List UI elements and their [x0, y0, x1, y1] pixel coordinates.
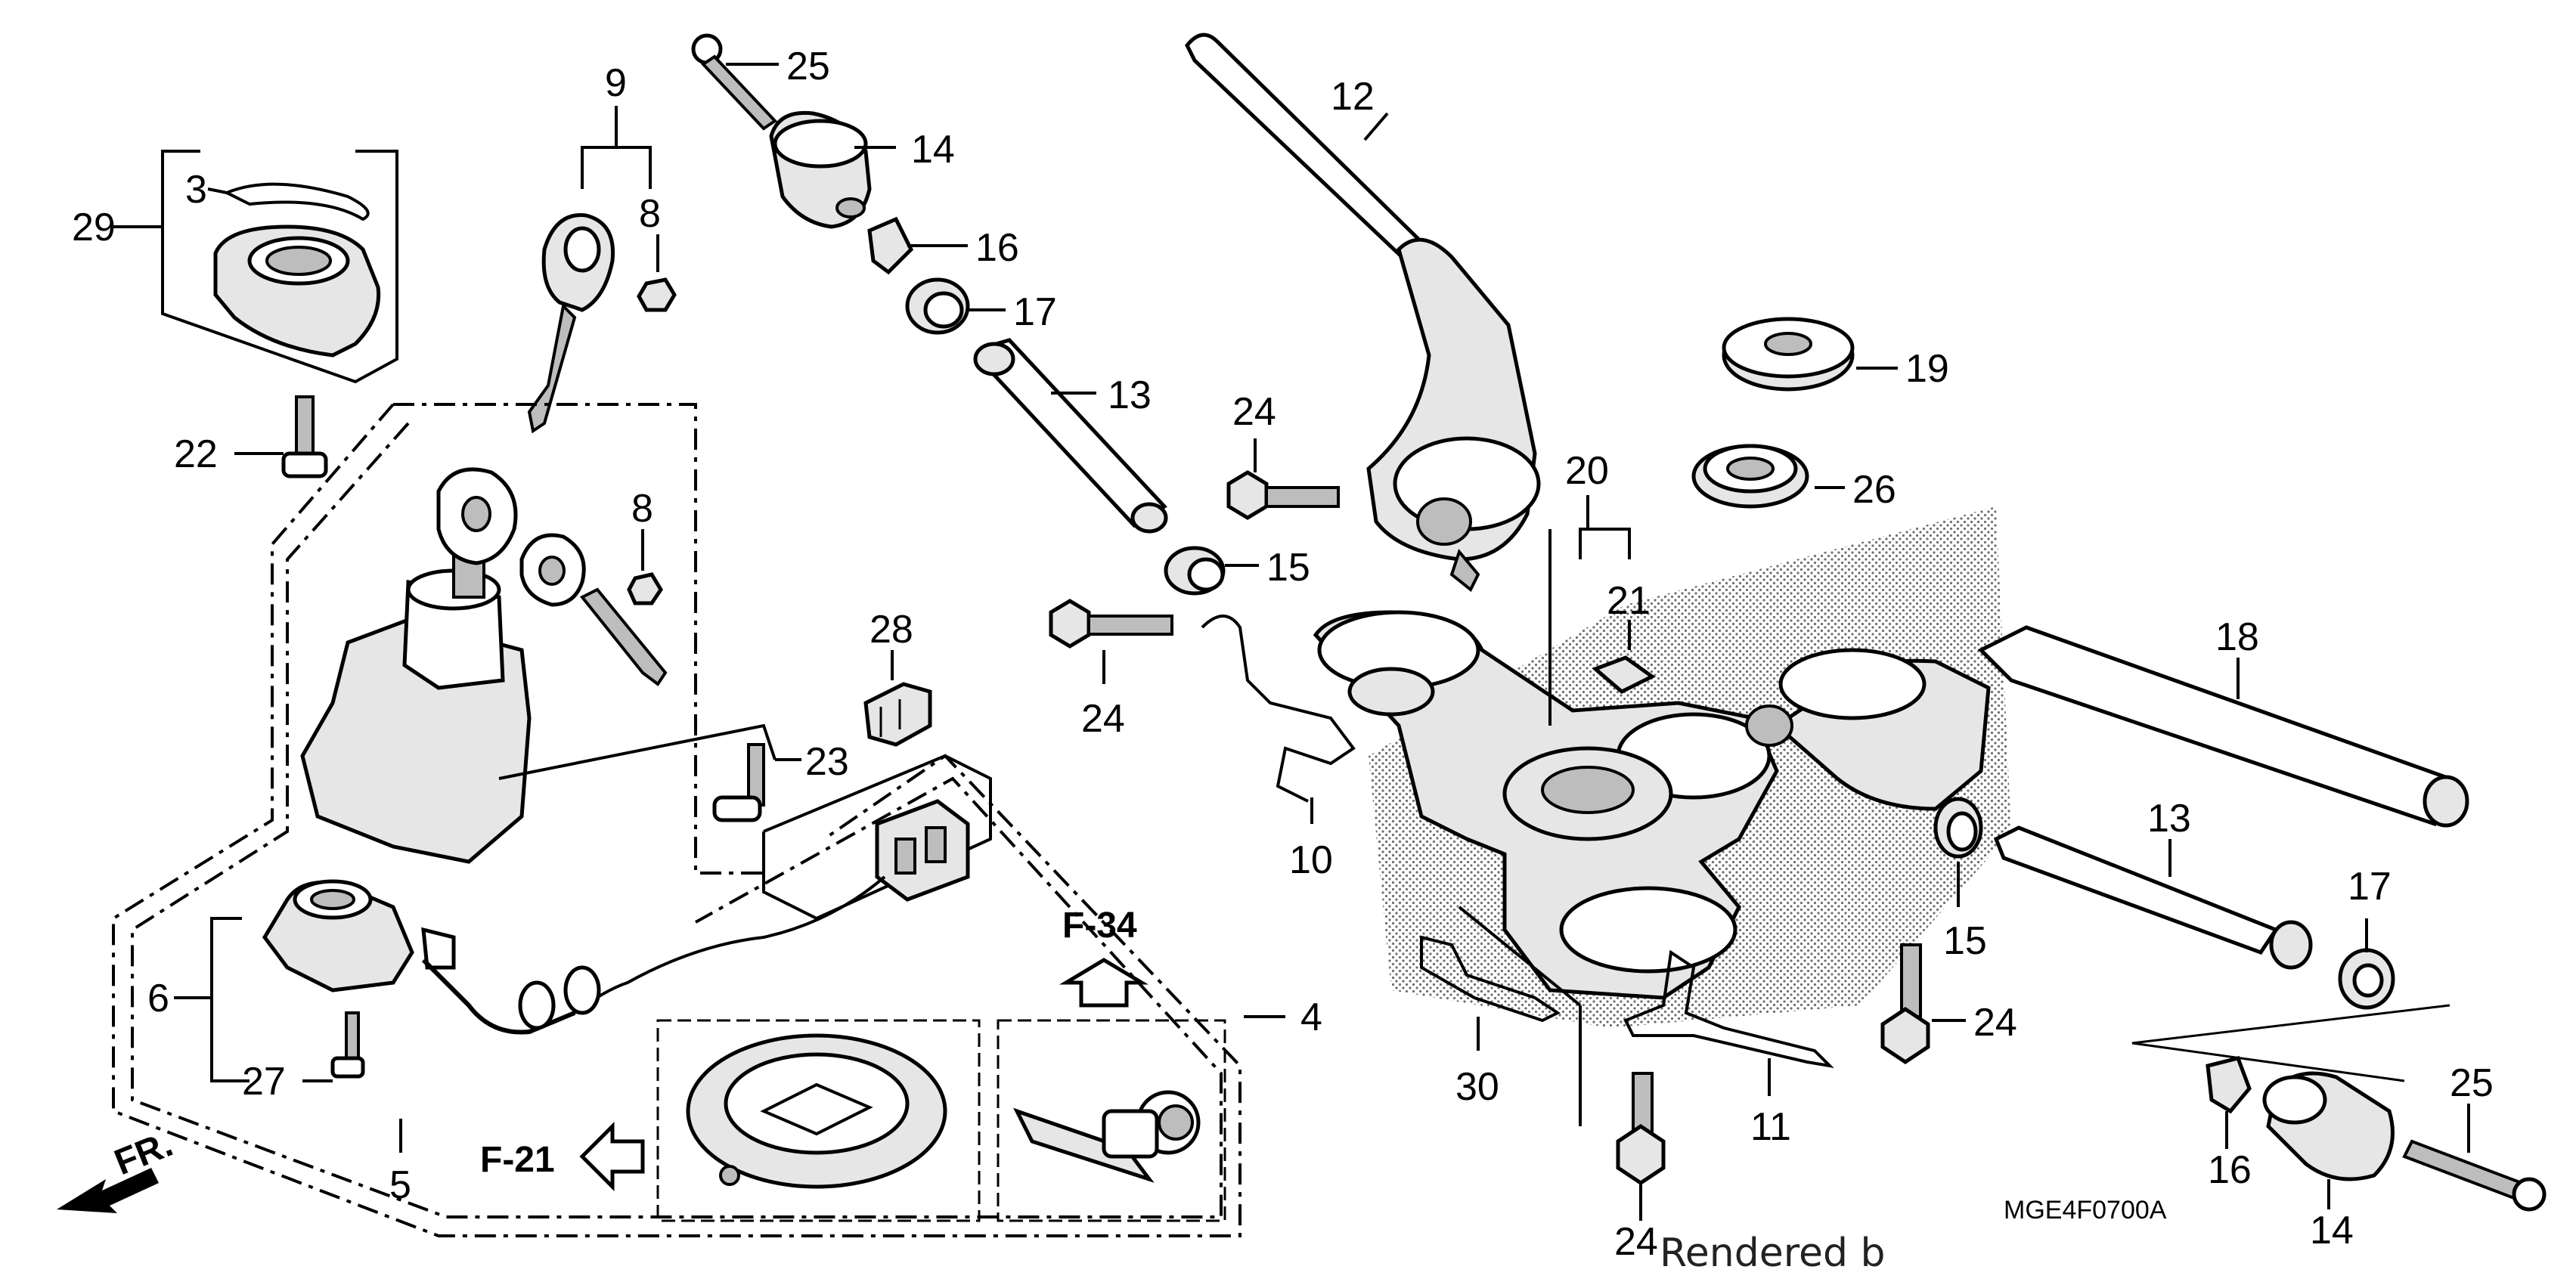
bar-end-screw-25-right: [2402, 1139, 2547, 1212]
handlebar-12: [1185, 33, 1541, 593]
label-24-left: 24: [1081, 697, 1125, 741]
nut-8-lower: [627, 572, 663, 605]
label-17-right: 17: [2348, 865, 2392, 909]
label-28: 28: [870, 608, 913, 652]
bolt-24-upper: [1226, 470, 1340, 520]
ref-f34: F-34: [1062, 906, 1137, 946]
label-19: 19: [1905, 347, 1949, 391]
label-16-top: 16: [975, 226, 1019, 270]
ignition-switch: [300, 467, 668, 864]
key-9: [527, 106, 652, 434]
screw-27: [330, 1011, 365, 1079]
inset-cap: [656, 1019, 981, 1222]
bar-end-weight-14: [769, 110, 872, 229]
label-8-top: 8: [639, 192, 661, 236]
label-14-top: 14: [911, 128, 955, 172]
label-10: 10: [1289, 838, 1333, 882]
label-25-right: 25: [2450, 1061, 2494, 1105]
rubber-17-right: [2338, 948, 2395, 1010]
rubber-15-right: [1933, 797, 1983, 859]
label-12: 12: [1331, 75, 1375, 119]
bolt-24-bottom: [1616, 1072, 1666, 1186]
bar-end-weight-14-right: [2262, 1071, 2395, 1181]
label-22: 22: [174, 432, 218, 476]
front-direction-icon: [57, 1168, 159, 1213]
label-26: 26: [1852, 468, 1896, 512]
label-9: 9: [605, 61, 627, 105]
label-24-bottom: 24: [1614, 1220, 1658, 1264]
ref-f21: F-21: [480, 1140, 555, 1180]
label-8-lower: 8: [631, 487, 653, 531]
rubber-17-top: [905, 277, 970, 335]
label-6: 6: [147, 977, 169, 1020]
label-18: 18: [2215, 615, 2259, 659]
label-20: 20: [1565, 449, 1609, 493]
label-11: 11: [1750, 1105, 1791, 1149]
clamp-30: [1420, 935, 1561, 1023]
label-29: 29: [72, 206, 116, 249]
footer-text: Rendered b: [1660, 1231, 1886, 1276]
handlebar-18: [1745, 625, 2469, 828]
bolt-24-right: [1880, 943, 1930, 1065]
label-16-right: 16: [2208, 1148, 2252, 1192]
top-bridge: [1313, 610, 1779, 1000]
shaft-13-right: [1993, 825, 2313, 970]
immobilizer-coil: [262, 875, 886, 1035]
label-3: 3: [185, 168, 207, 212]
rubber-15-top: [1164, 546, 1226, 596]
label-5: 5: [389, 1163, 411, 1207]
clip-16-right: [2206, 1056, 2252, 1114]
label-13-right: 13: [2147, 797, 2191, 841]
label-23: 23: [805, 740, 849, 784]
seat-lock: [1013, 1090, 1201, 1183]
ref-arrow-f21: [579, 1121, 645, 1192]
shaft-13-top: [973, 338, 1168, 534]
label-24-right: 24: [1973, 1001, 2017, 1045]
inset-lock: [997, 1019, 1226, 1222]
nut-26: [1691, 444, 1809, 509]
clip-28: [863, 682, 932, 747]
label-13-top: 13: [1108, 373, 1152, 417]
ref-arrow-f34: [1059, 958, 1149, 1008]
label-25-top: 25: [786, 45, 830, 88]
bolt-24-left: [1049, 599, 1173, 649]
retainer-group-29: [161, 150, 398, 384]
label-14-right: 14: [2310, 1209, 2354, 1252]
label-21: 21: [1607, 579, 1651, 623]
label-15-top: 15: [1266, 546, 1310, 590]
nut-8-top: [637, 277, 677, 312]
connector-box: [762, 754, 992, 921]
diagram-code: MGE4F0700A: [2004, 1196, 2167, 1225]
screw-23: [712, 743, 765, 822]
fuel-cap: [686, 1033, 947, 1189]
screw-22: [281, 395, 328, 478]
clip-21: [1592, 655, 1656, 694]
label-4: 4: [1300, 995, 1322, 1039]
clip-16-top: [867, 216, 914, 275]
cap-19: [1722, 317, 1855, 392]
wire-clip-10: [1201, 615, 1356, 803]
clamp-11: [1623, 949, 1834, 1068]
label-24-upper: 24: [1232, 390, 1276, 434]
label-27: 27: [242, 1060, 286, 1104]
label-17-top: 17: [1013, 290, 1057, 334]
label-15-right: 15: [1943, 919, 1987, 963]
bar-end-screw-25: [691, 33, 778, 131]
label-30: 30: [1455, 1065, 1499, 1109]
